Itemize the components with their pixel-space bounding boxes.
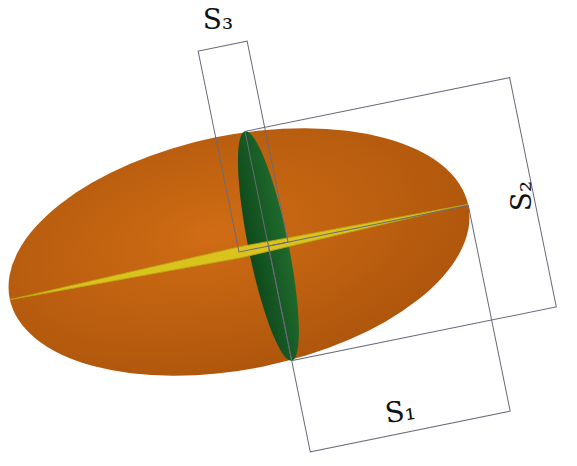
section-label: S₂: [508, 181, 536, 211]
ellipsoid-body: [0, 91, 492, 414]
s1-frame: [268, 205, 510, 451]
s2-frame: [245, 78, 556, 361]
section-label: S₃: [203, 6, 233, 34]
section-label: S₁: [383, 396, 417, 428]
s3-frame: [198, 41, 288, 252]
